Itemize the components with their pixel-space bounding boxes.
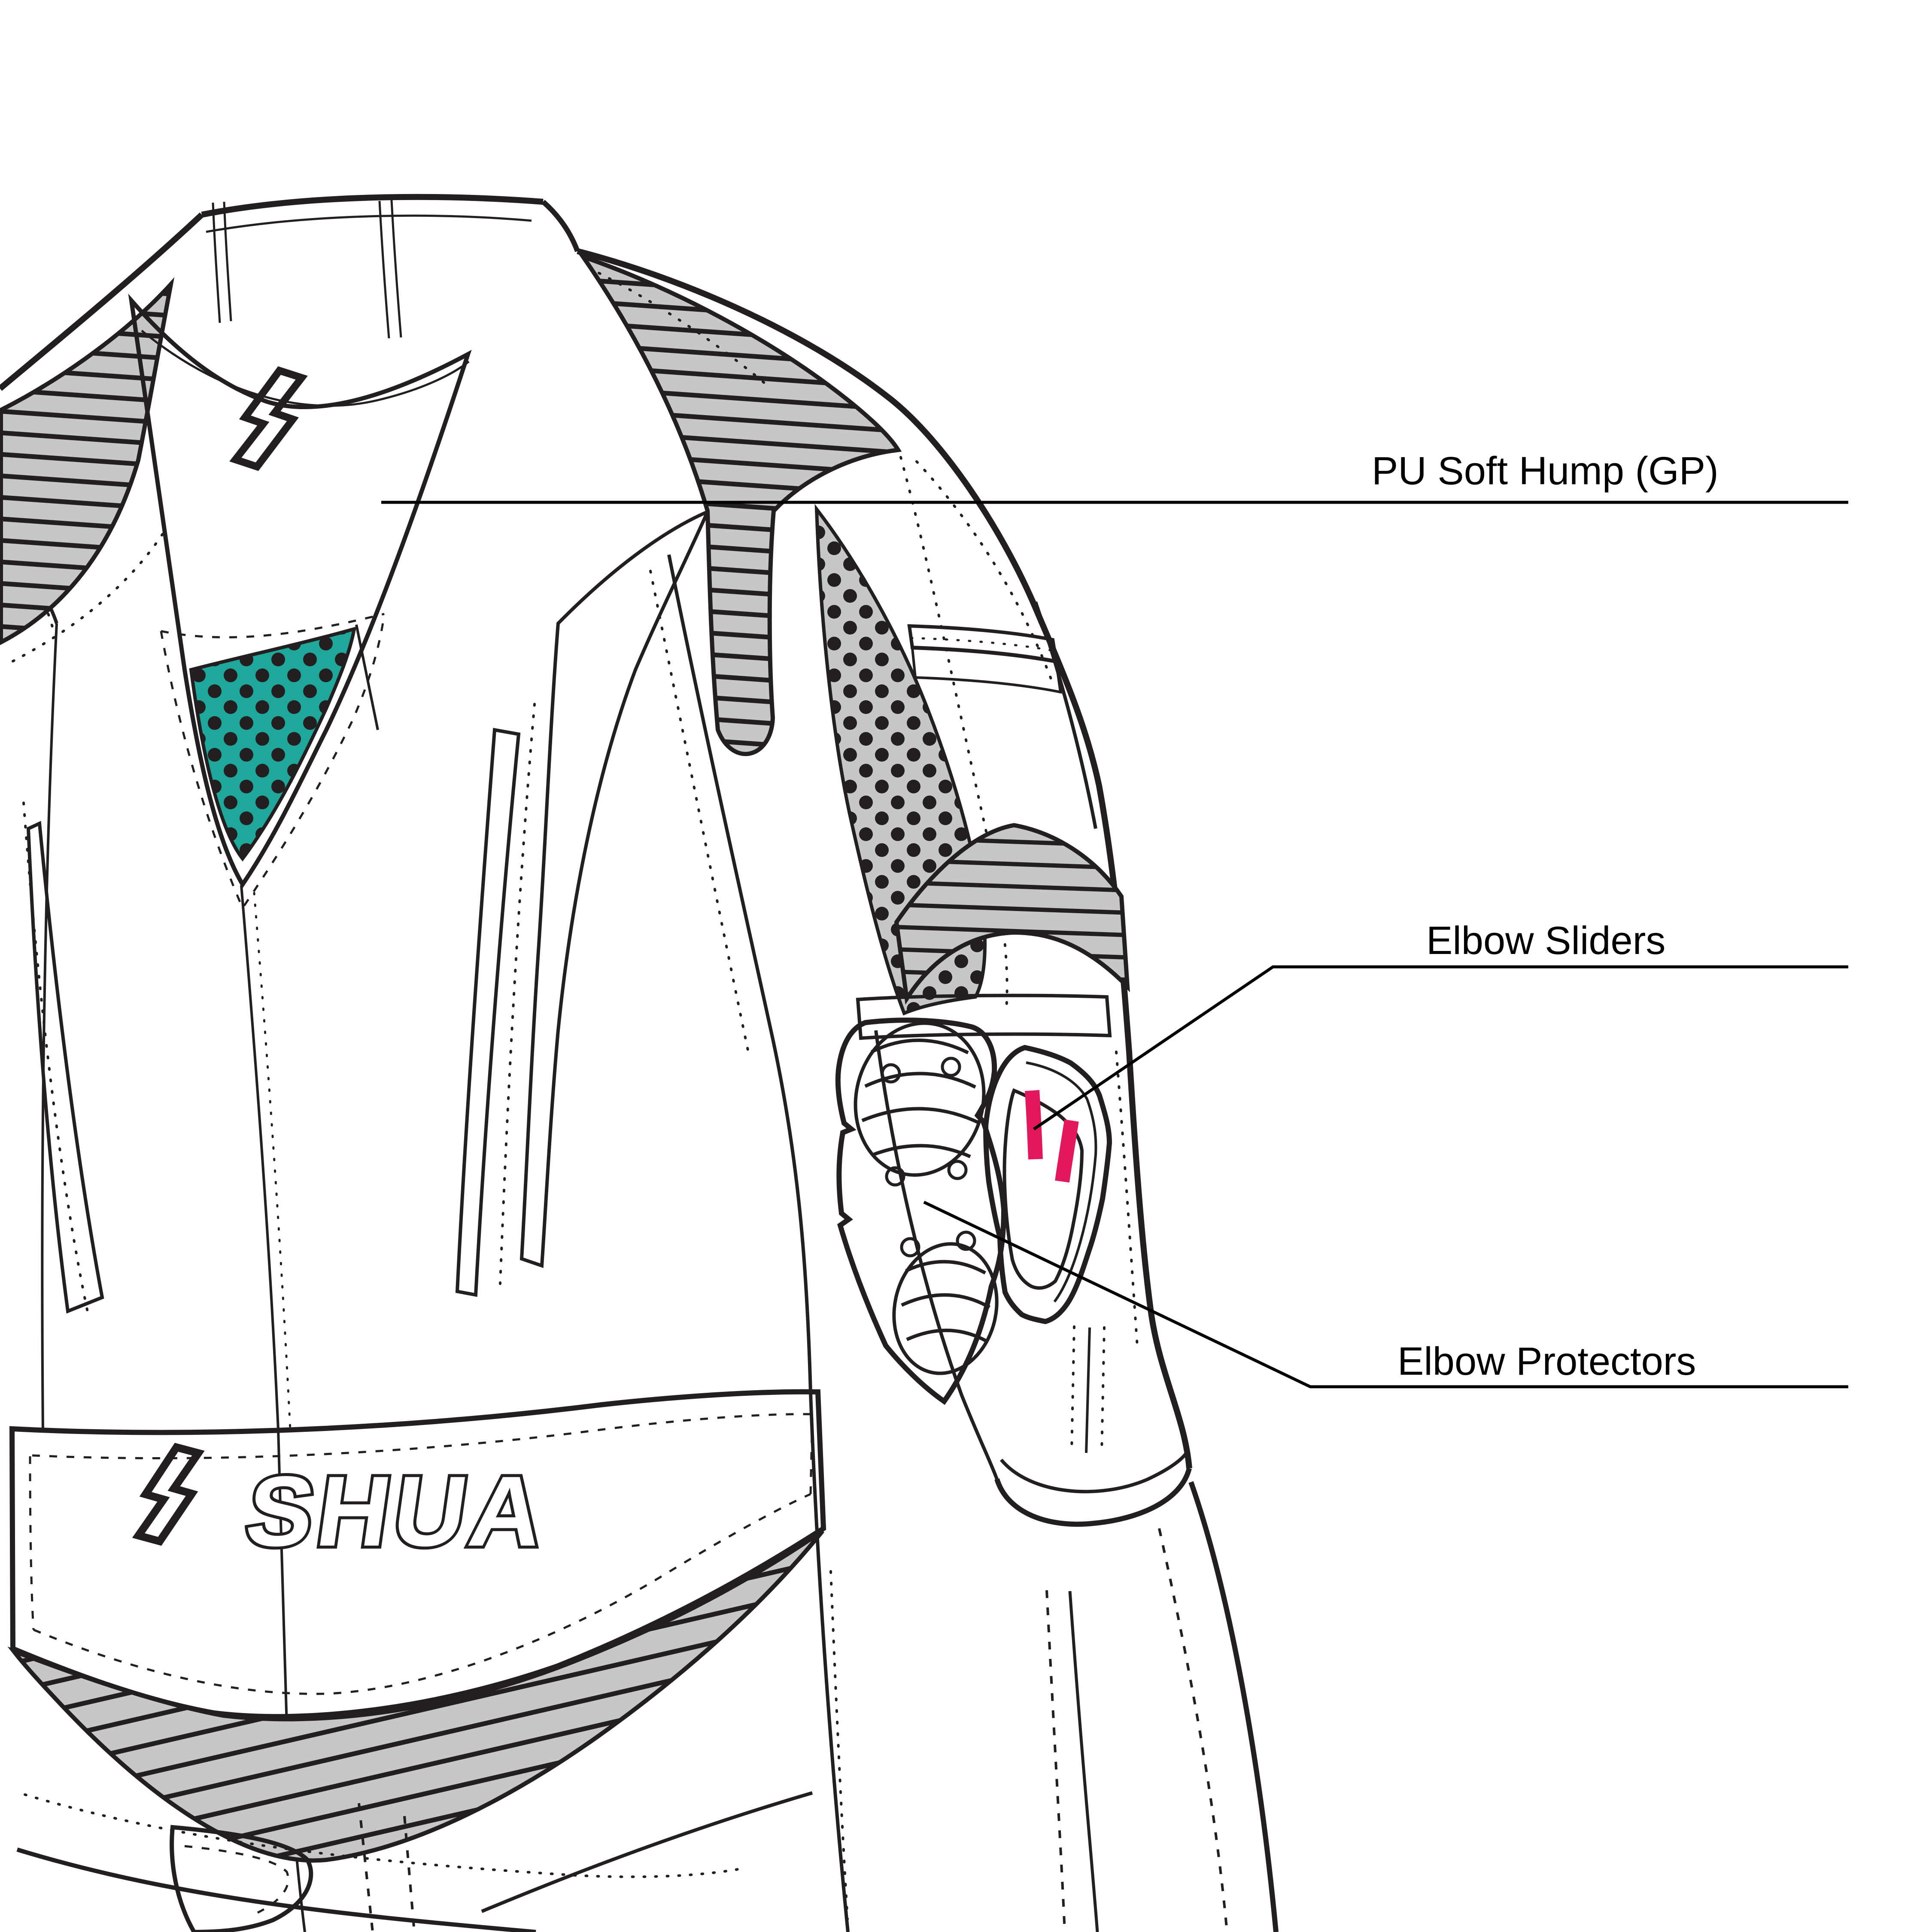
legs [16, 1393, 1279, 1932]
left-accent-sliver [26, 821, 104, 1314]
arm-outer-edge [577, 248, 1192, 1469]
right-leg-outer-edge [1188, 1481, 1279, 1932]
right-accent-sliver-inner [455, 728, 521, 1297]
vent-panel [160, 613, 386, 911]
callout-label-elbow-sliders: Elbow Sliders [1426, 919, 1665, 963]
callout-label-pu-soft-hump: PU Soft Hump (GP) [1372, 449, 1719, 493]
brand-logo-belt: SHUA [139, 1447, 558, 1570]
right-accent-blade [519, 508, 711, 1268]
elbow-protector-pad [835, 1018, 1007, 1405]
cuff [994, 1325, 1192, 1527]
leg-panel [170, 1825, 313, 1932]
leader-line-elbow-protectors [923, 1200, 1848, 1388]
suit-back-illustration: SHUA [0, 194, 1279, 1932]
callouts: PU Soft Hump (GP) Elbow Sliders Elbow Pr… [381, 449, 1848, 1388]
pad-perforations [881, 1057, 976, 1258]
arm-right [577, 248, 1192, 1527]
waist-belt: SHUA [9, 1389, 826, 1861]
vent-edge-seam [355, 624, 379, 730]
above-elbow-band [856, 993, 1112, 1040]
elbow-slider [983, 1045, 1112, 1324]
torso-leg-edge [809, 1393, 850, 1932]
leader-line-elbow-sliders [1033, 965, 1848, 1130]
callout-elbow-sliders: Elbow Sliders [1033, 919, 1848, 1130]
torso-accent-panels [26, 508, 711, 1314]
arm-stretch-bands [907, 624, 1062, 694]
hump-panel [128, 293, 472, 911]
sleeve-inner-edge [874, 1030, 999, 1480]
callout-pu-soft-hump: PU Soft Hump (GP) [381, 449, 1848, 504]
callout-label-elbow-protectors: Elbow Protectors [1397, 1340, 1696, 1383]
collar [0, 194, 580, 391]
callout-elbow-protectors: Elbow Protectors [923, 1200, 1848, 1388]
belt-wordmark: SHUA [240, 1456, 555, 1567]
